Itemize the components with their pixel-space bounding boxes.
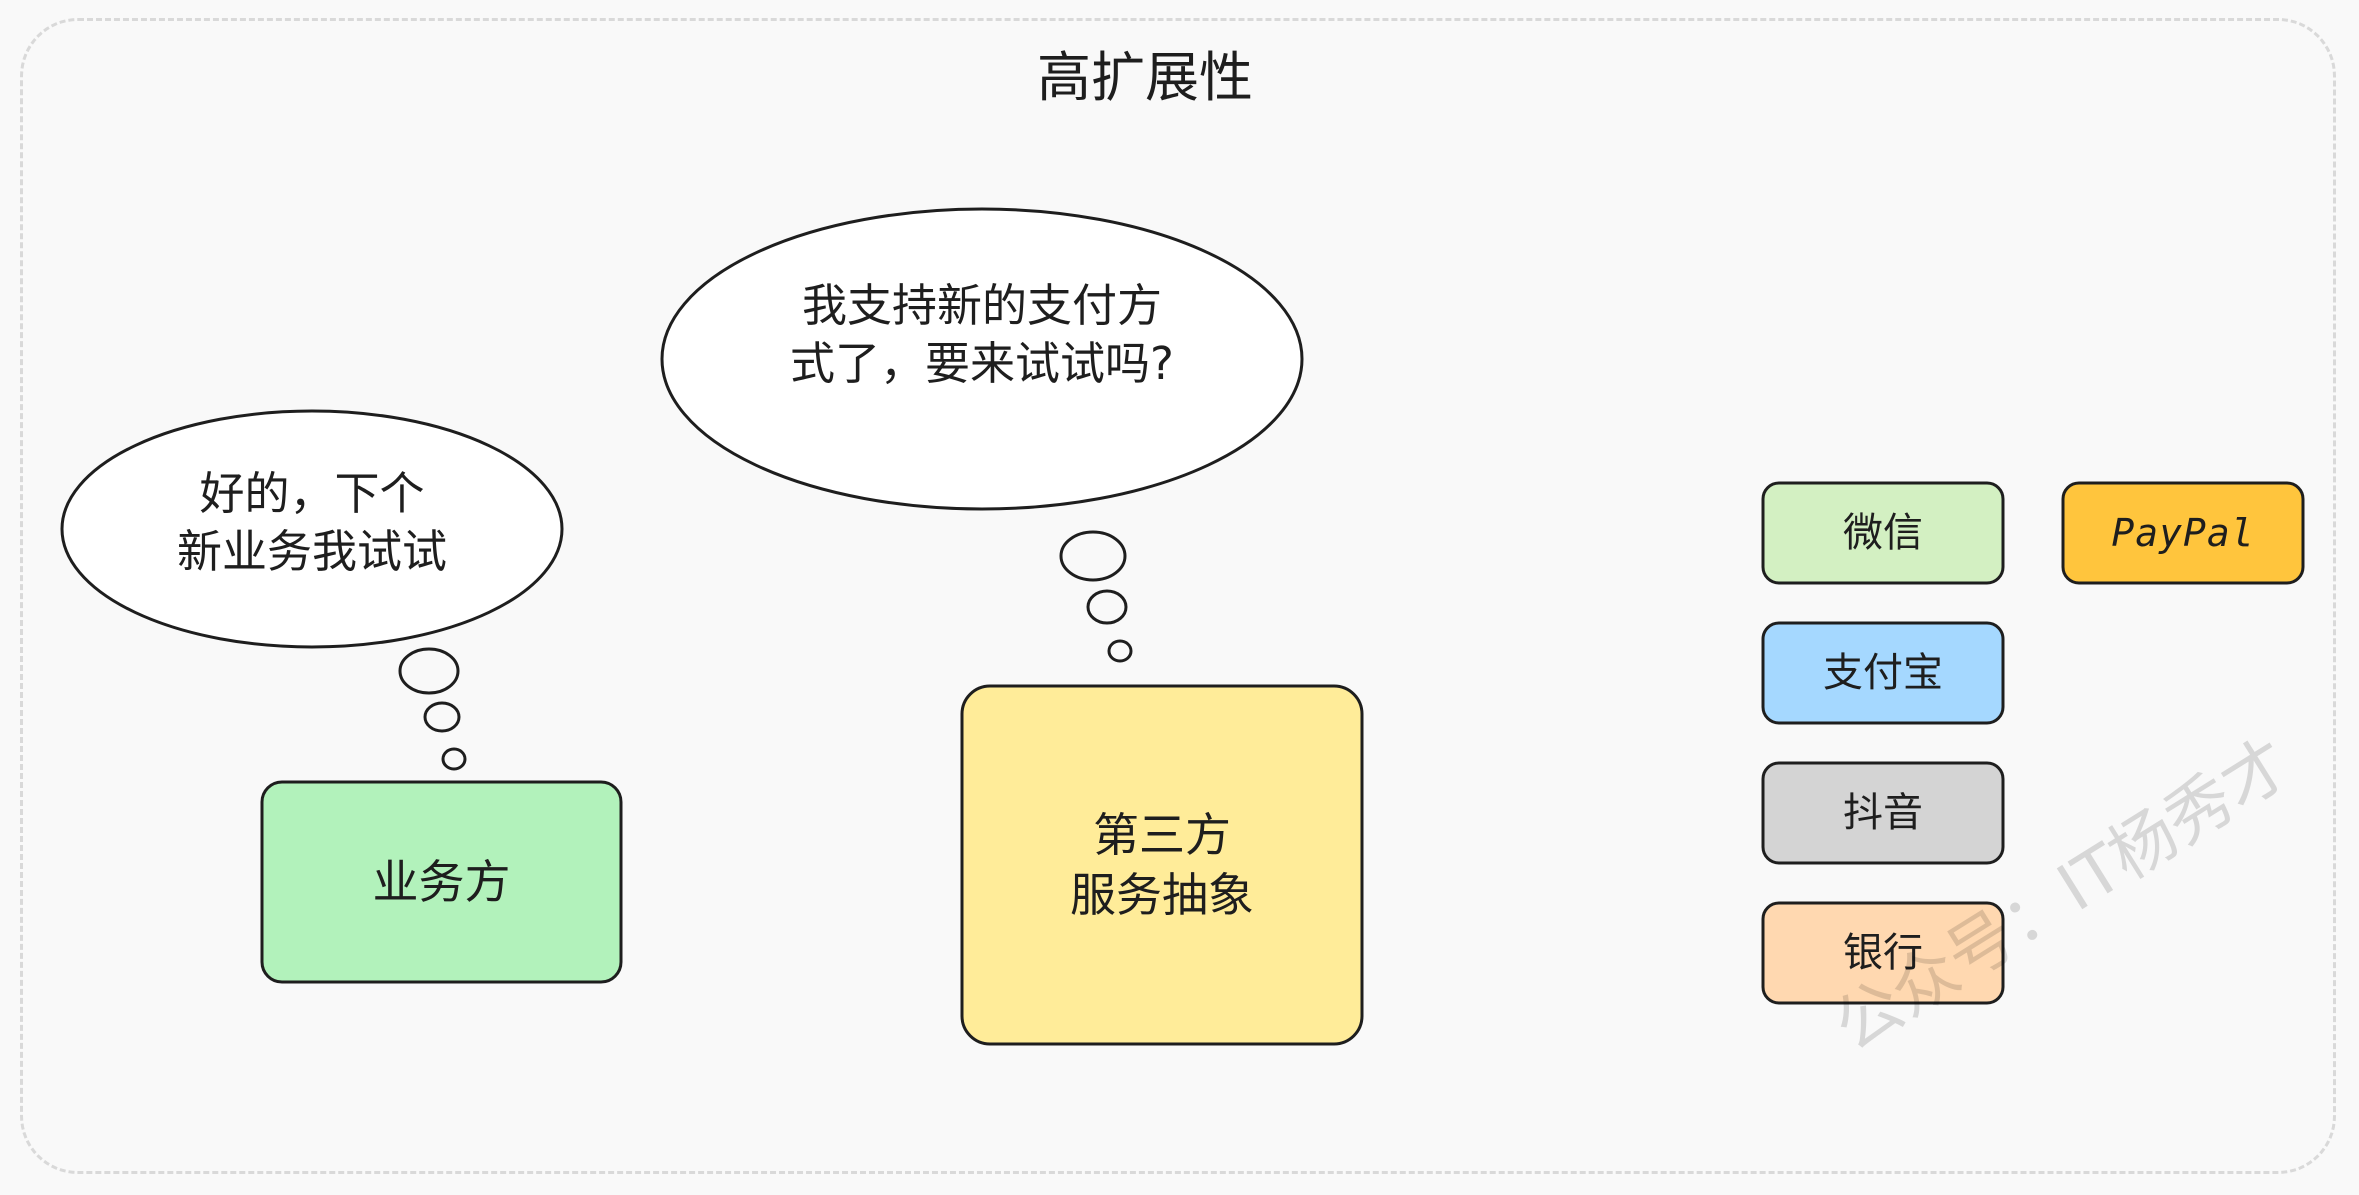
box-service [960, 684, 1364, 1046]
payment-label-paypal: PayPal [2111, 511, 2255, 555]
payment-label-douyin: 抖音 [1843, 790, 1923, 836]
thought-dot-third-party-2 [1086, 589, 1128, 625]
payment-box-douyin [1761, 761, 2005, 865]
payment-label-wechat: 微信 [1843, 510, 1923, 556]
thought-dot-third-party-1 [1059, 530, 1127, 582]
payment-box-bank [1761, 901, 2005, 1005]
thought-bubble-third-party [660, 207, 1304, 511]
diagram-title: 高扩展性 [1037, 46, 1253, 109]
bubble-text-business: 好的，下个 新业务我试试 [176, 467, 447, 578]
thought-dot-business-3 [441, 747, 467, 771]
payment-label-bank: 银行 [1843, 930, 1923, 976]
box-label-service: 第三方 服务抽象 [1070, 808, 1254, 922]
box-label-business: 业务方 [372, 855, 511, 909]
thought-bubble-business [60, 409, 564, 649]
thought-dot-third-party-3 [1107, 639, 1133, 663]
dashed-frame [20, 18, 2336, 1174]
payment-box-paypal [2061, 481, 2305, 585]
payment-box-wechat [1761, 481, 2005, 585]
thought-dot-business-1 [398, 647, 460, 695]
box-business [260, 780, 623, 984]
payment-box-alipay [1761, 621, 2005, 725]
payment-label-alipay: 支付宝 [1823, 650, 1943, 696]
bubble-text-third-party: 我支持新的支付方 式了，要来试试吗? [790, 279, 1174, 390]
thought-dot-business-2 [423, 701, 461, 733]
